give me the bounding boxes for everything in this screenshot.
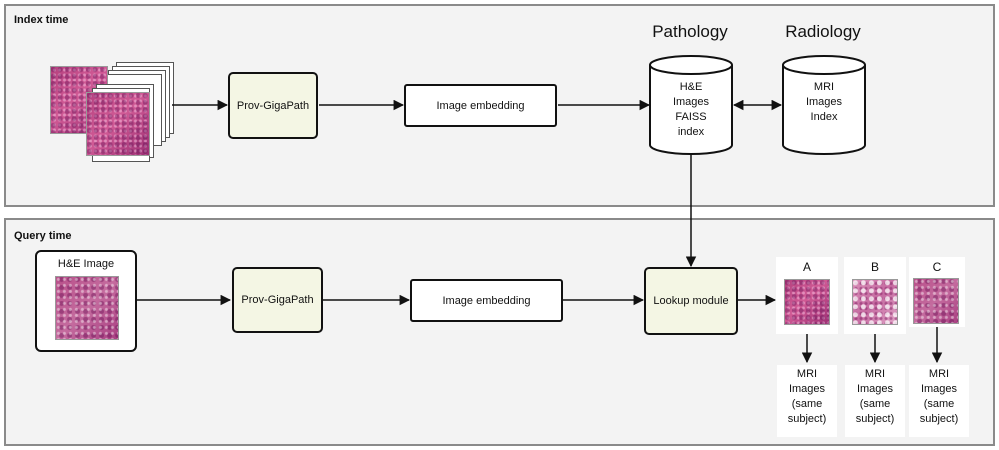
index-time-title: Index time [14, 14, 69, 26]
mri-result-c: MRI Images (same subject) [909, 365, 969, 437]
mri-result-b: MRI Images (same subject) [845, 365, 905, 437]
result-letter-c: C [932, 260, 942, 274]
index-prov-gigapath-label: Prov-GigaPath [236, 99, 310, 112]
result-card-b: B [844, 257, 906, 334]
pathology-database-icon [649, 55, 733, 155]
index-prov-gigapath-box: Prov-GigaPath [228, 72, 318, 139]
pathology-header: Pathology [652, 22, 728, 41]
radiology-database-icon [782, 55, 866, 155]
lookup-module-box: Lookup module [644, 267, 738, 335]
wsi-stack [50, 62, 174, 162]
index-image-embedding-label: Image embedding [436, 99, 525, 112]
result-image-c [913, 278, 959, 324]
result-image-b [852, 279, 898, 325]
result-image-a [784, 279, 830, 325]
radiology-db-text: MRI Images Index [805, 81, 843, 123]
query-prov-gigapath-box: Prov-GigaPath [232, 267, 323, 333]
result-card-c: C [909, 257, 965, 327]
result-card-a: A [776, 257, 838, 334]
query-input-card: H&E Image [35, 250, 137, 352]
query-input-image [55, 276, 119, 340]
query-prov-gigapath-label: Prov-GigaPath [241, 294, 314, 306]
index-image-embedding-box: Image embedding [404, 84, 557, 127]
query-image-embedding-box: Image embedding [410, 279, 563, 322]
query-input-label: H&E Image [57, 258, 115, 270]
pathology-db-text: H&E Images FAISS index [672, 81, 710, 138]
result-letter-b: B [870, 260, 879, 274]
radiology-header: Radiology [785, 22, 861, 41]
wsi-image-front [86, 92, 150, 156]
query-image-embedding-label: Image embedding [442, 294, 531, 307]
mri-result-a: MRI Images (same subject) [777, 365, 837, 437]
lookup-module-label: Lookup module [653, 295, 729, 307]
result-letter-a: A [802, 260, 811, 274]
query-time-title: Query time [14, 230, 72, 242]
